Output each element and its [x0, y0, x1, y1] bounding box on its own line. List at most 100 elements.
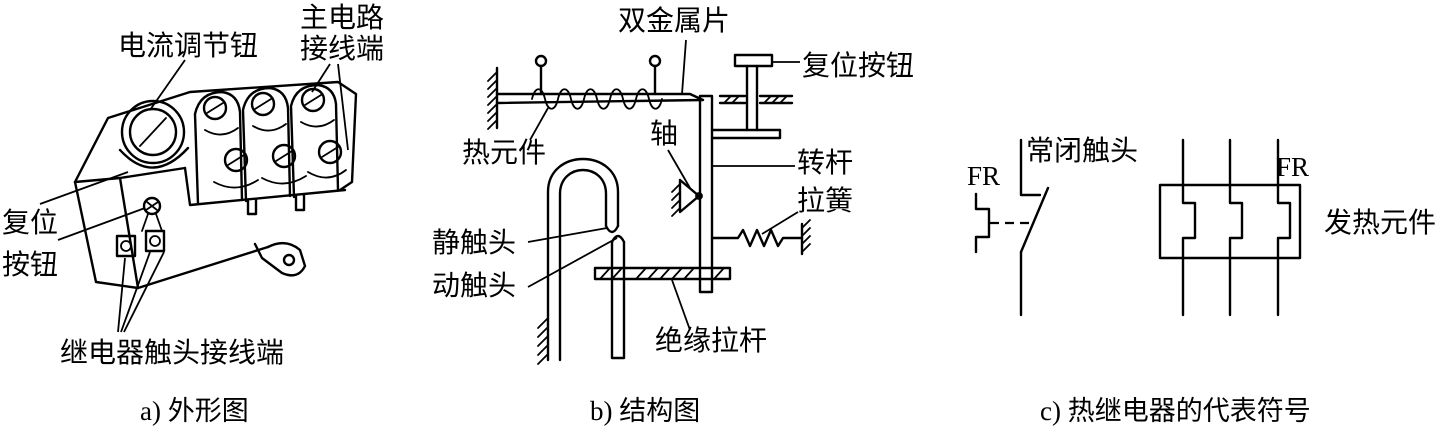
relay-housing	[73, 80, 358, 290]
label-relay-contact-terminal: 继电器触头接线端	[60, 336, 284, 369]
leader-heating-element	[529, 107, 549, 141]
bimetal-strip	[495, 92, 705, 105]
heating-phase-1	[1181, 138, 1197, 317]
reset-guide-hatch	[723, 95, 788, 104]
label-moving-contact: 动触头	[432, 269, 516, 302]
reset-screw-slot	[145, 201, 159, 211]
spring-zigzag	[710, 228, 804, 248]
label-shaft: 轴	[650, 117, 678, 150]
lower-terminal-screws	[223, 139, 343, 173]
housing-lower-edge	[183, 166, 347, 207]
mounting-ear	[253, 242, 307, 277]
terminal-rib-2	[241, 86, 292, 203]
screw-slot	[321, 146, 339, 158]
relay-contact-terminals	[115, 213, 166, 258]
reset-button-a	[142, 196, 162, 216]
spring-wall-hatch	[801, 219, 811, 253]
label-reset-line2: 按钮	[2, 248, 58, 281]
main-terminal-block	[193, 83, 347, 206]
terminal-rib-3	[289, 83, 340, 199]
contact-terminal-screw	[120, 240, 132, 252]
terminal-cradles	[204, 119, 347, 189]
leader-main-terminal	[311, 63, 349, 151]
screw	[202, 95, 228, 121]
insulating-pull-rod	[593, 266, 732, 281]
reset-rod	[745, 64, 759, 132]
screw	[317, 139, 343, 165]
terminal-rib-1	[193, 90, 244, 206]
static-contact-u-inner	[558, 168, 608, 362]
heater-terminal-1	[534, 54, 548, 68]
housing-left-base-front	[73, 180, 270, 290]
housing-ledge	[73, 166, 187, 184]
contact-terminal-posts	[141, 213, 163, 232]
label-spring: 拉簧	[797, 184, 853, 217]
reset-screw	[142, 196, 162, 216]
label-reset-button: 复位按钮	[802, 49, 914, 82]
heating-element-symbol	[1158, 138, 1302, 317]
label-heating-element-symbol: 发热元件	[1324, 206, 1436, 239]
knob-pointer	[139, 117, 167, 147]
screw	[250, 91, 276, 117]
leader-relay-terminals	[117, 251, 165, 333]
panel-c-labels: FR 常闭触头 FR 发热元件	[967, 134, 1436, 239]
turning-lever	[698, 94, 714, 294]
pivot-shaft	[671, 178, 703, 217]
heating-phase-3	[1276, 138, 1292, 317]
panel-b-structure: 双金属片 复位按钮 热元件 轴 转杆 拉簧 静触头 动触头 绝缘拉杆 b) 结构…	[432, 4, 914, 426]
housing-top-right-contour	[73, 80, 358, 192]
contact-terminal-screw	[149, 235, 161, 247]
knob-inner-disc	[128, 107, 178, 157]
pivot-point	[695, 192, 703, 200]
current-adjust-knob	[118, 99, 190, 169]
panel-a-labels: 电流调节钮 主电路 接线端 复位 按钮 继电器触头接线端	[2, 1, 384, 369]
moving-contact-blade	[610, 240, 626, 360]
caption-panel-c: c) 热继电器的代表符号	[1040, 396, 1311, 426]
contact-terminal-2	[144, 229, 166, 253]
reset-cap	[733, 53, 774, 68]
leader-shaft	[667, 149, 691, 189]
reset-button-b	[718, 53, 794, 132]
label-bimetal: 双金属片	[618, 4, 730, 37]
screw	[271, 143, 297, 169]
heating-coil	[531, 88, 663, 110]
mounting-hole	[282, 253, 296, 267]
nc-contact-upper-line	[1019, 138, 1042, 197]
screw-slot	[275, 150, 293, 162]
leader-bimetal	[681, 39, 687, 95]
label-nc-contact: 常闭触头	[1026, 134, 1138, 167]
screw-slot	[227, 154, 245, 166]
contact-terminal-1	[115, 234, 137, 258]
static-contact-ground-hatch	[537, 317, 549, 365]
fixed-wall-left-hatch	[487, 71, 498, 130]
screw-slot	[206, 102, 224, 114]
caption-panel-b: b) 结构图	[590, 396, 700, 426]
leader-current-knob	[149, 59, 186, 111]
label-heating-element: 热元件	[462, 136, 546, 169]
screw-slot	[254, 98, 272, 110]
housing-legs	[246, 193, 306, 216]
panel-c-symbols: FR 常闭触头 FR 发热元件 c) 热继电器的代表符号	[967, 134, 1436, 426]
heater-terminal-2	[648, 54, 662, 68]
label-fr-element: FR	[1276, 152, 1309, 182]
label-reset-line1: 复位	[2, 206, 58, 239]
tension-spring	[710, 219, 811, 256]
leader-reset	[39, 171, 146, 241]
pivot-hatch	[671, 183, 681, 217]
leader-moving-contact	[527, 237, 618, 288]
knob-dial-arc	[118, 146, 190, 169]
static-contact-u-outer	[546, 157, 620, 362]
label-fr-contact: FR	[967, 161, 1000, 191]
screw	[223, 147, 249, 173]
panel-b-leader-lines	[527, 39, 800, 331]
knob-outer-ring	[120, 99, 186, 165]
label-current-knob: 电流调节钮	[118, 29, 258, 62]
screw-slot	[304, 94, 322, 106]
contact-assembly	[537, 157, 626, 365]
static-contact-tip	[604, 224, 620, 234]
label-lever: 转杆	[797, 146, 853, 179]
pull-rod-hatch	[599, 267, 725, 280]
heater-leads	[539, 64, 657, 96]
label-main-terminal-line2: 接线端	[300, 32, 384, 65]
